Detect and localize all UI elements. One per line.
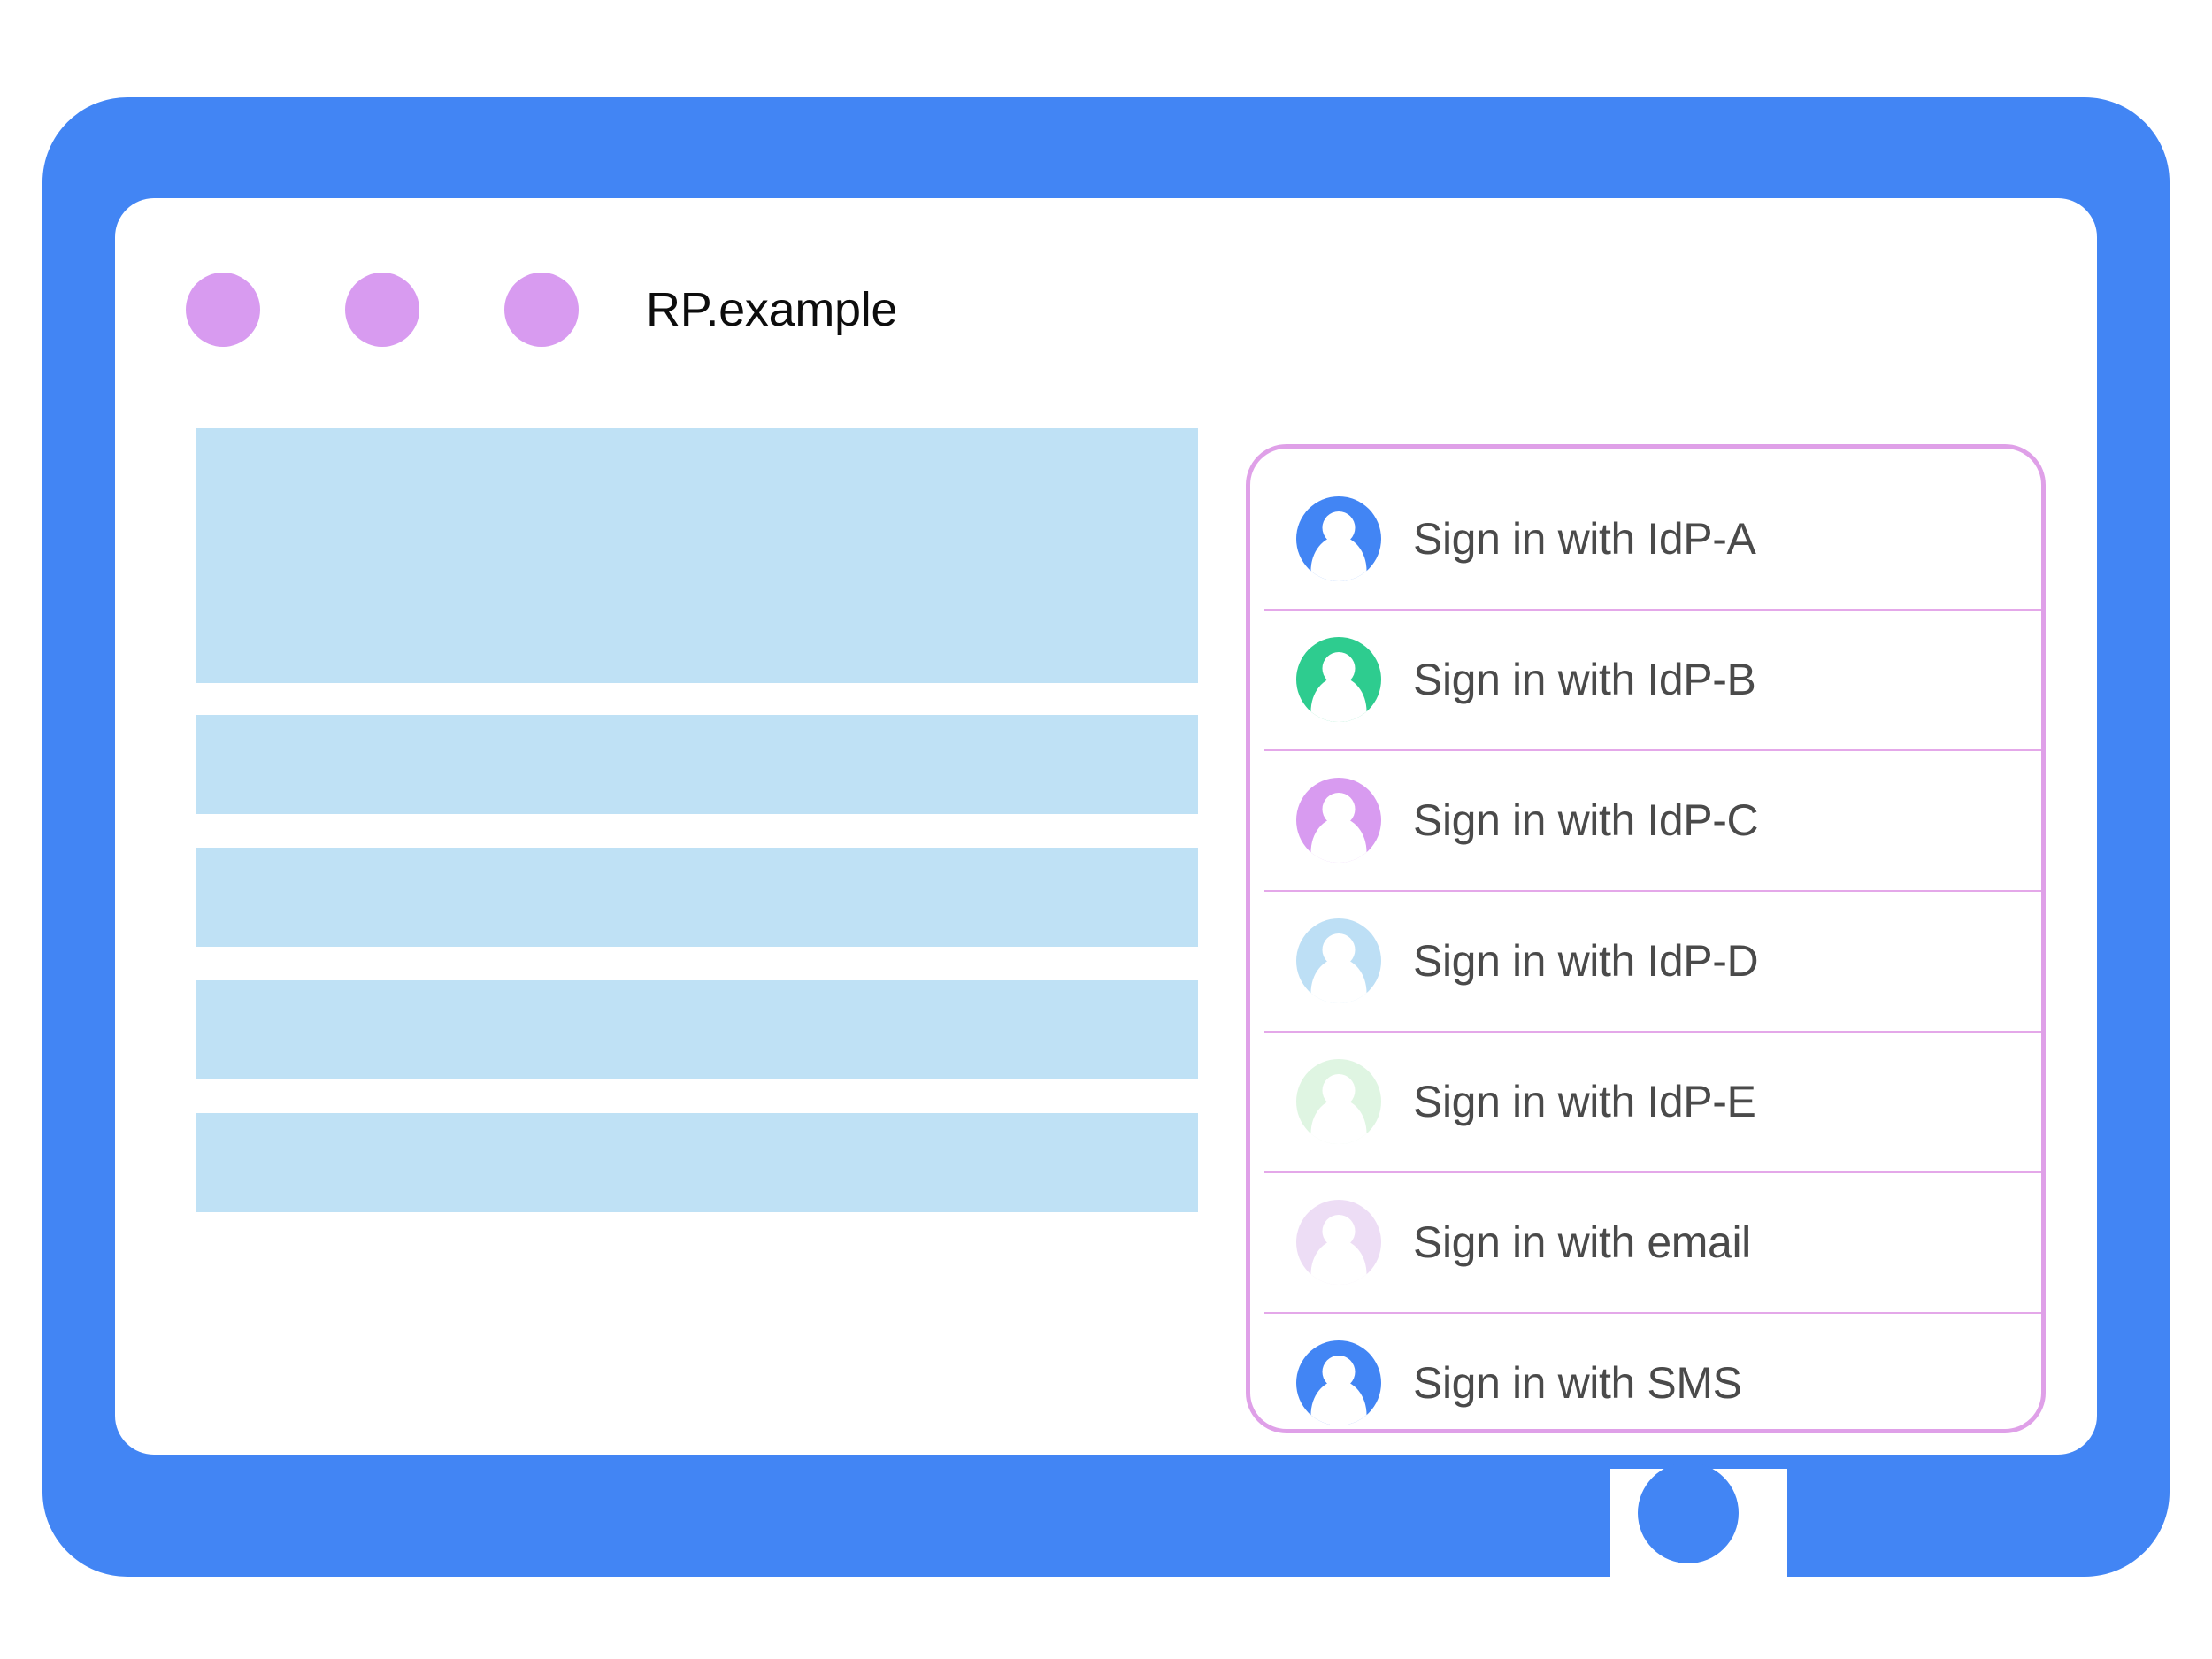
- account-label: Sign in with IdP-C: [1413, 795, 1759, 845]
- window-dot-2-icon[interactable]: [345, 273, 419, 347]
- skeleton-bar: [196, 1113, 1198, 1212]
- account-label: Sign in with IdP-B: [1413, 654, 1756, 704]
- page-title: RP.example: [646, 283, 898, 336]
- account-label: Sign in with email: [1413, 1217, 1751, 1267]
- account-row[interactable]: Sign in with IdP-B: [1250, 609, 2041, 749]
- person-avatar-icon: [1296, 777, 1381, 863]
- account-label: Sign in with IdP-E: [1413, 1076, 1756, 1126]
- skeleton-hero-block: [196, 428, 1198, 683]
- account-row[interactable]: Sign in with SMS: [1250, 1312, 2041, 1429]
- account-row[interactable]: Sign in with IdP-D: [1250, 890, 2041, 1031]
- content-skeleton: [196, 428, 1198, 1212]
- skeleton-bar: [196, 715, 1198, 814]
- skeleton-bar: [196, 980, 1198, 1079]
- window-dot-1-icon[interactable]: [186, 273, 260, 347]
- skeleton-bar: [196, 848, 1198, 947]
- person-avatar-icon: [1296, 1199, 1381, 1285]
- person-avatar-icon: [1296, 636, 1381, 722]
- account-label: Sign in with SMS: [1413, 1357, 1742, 1408]
- account-list: Sign in with IdP-A Sign in with IdP-B Si…: [1250, 468, 2041, 1429]
- account-label: Sign in with IdP-D: [1413, 935, 1759, 986]
- account-row[interactable]: Sign in with IdP-A: [1250, 468, 2041, 609]
- account-row[interactable]: Sign in with email: [1250, 1171, 2041, 1312]
- account-row[interactable]: Sign in with IdP-C: [1250, 749, 2041, 890]
- person-avatar-icon: [1296, 918, 1381, 1003]
- window-dot-3-icon[interactable]: [504, 273, 579, 347]
- person-avatar-icon: [1296, 1340, 1381, 1425]
- person-avatar-icon: [1296, 495, 1381, 581]
- account-chooser-dialog: Sign in with IdP-A Sign in with IdP-B Si…: [1246, 444, 2046, 1433]
- browser-screen: RP.example Sign in with IdP-A: [115, 198, 2097, 1455]
- titlebar: RP.example: [115, 198, 2097, 366]
- account-row[interactable]: Sign in with IdP-E: [1250, 1031, 2041, 1171]
- home-button[interactable]: [1638, 1463, 1739, 1563]
- account-label: Sign in with IdP-A: [1413, 513, 1756, 564]
- person-avatar-icon: [1296, 1058, 1381, 1144]
